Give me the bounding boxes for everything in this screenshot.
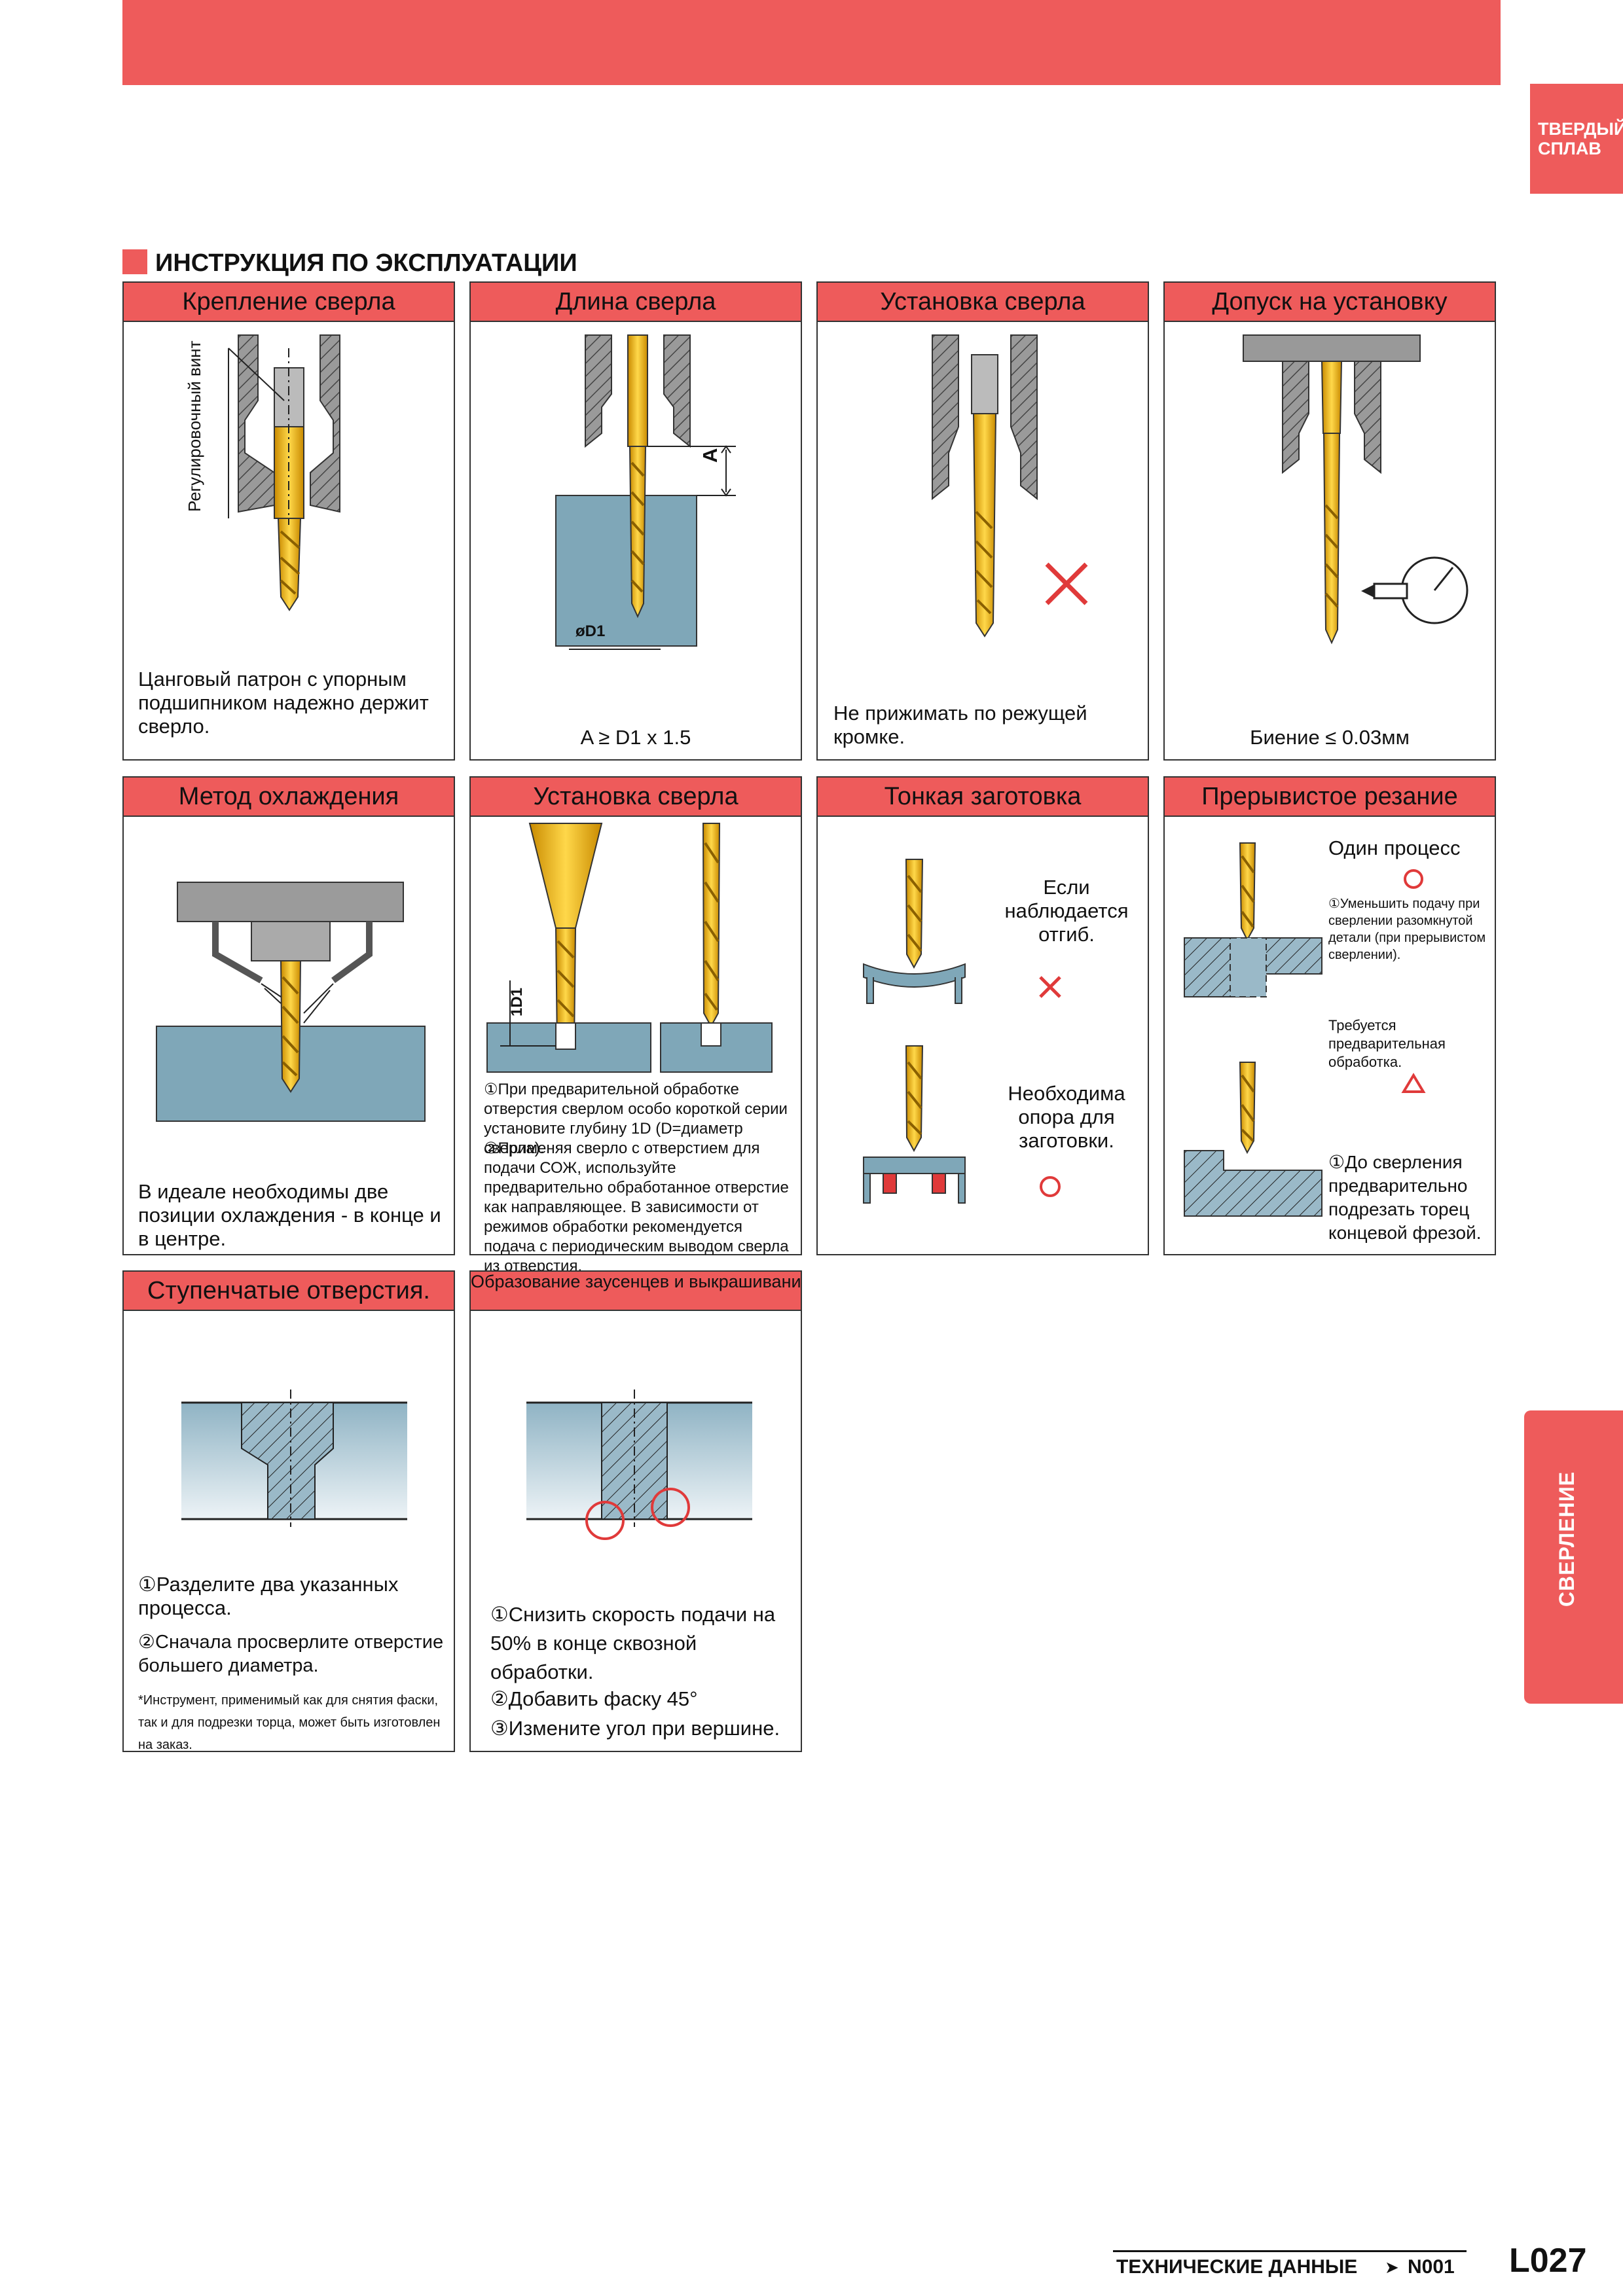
drill-setting-illustration [932,334,1088,637]
panel-drill-clamping: Крепление сверла Регулировочный винт Цан… [122,281,455,761]
footer-arrow-icon: ➤ [1385,2257,1399,2277]
side-tab-line2: СПЛАВ [1538,139,1601,158]
panel-thin-workpiece: Тонкая заготовка Если наблюдается отгиб.… [816,776,1149,1255]
panel-note-2: ①До сверления предварительно подрезать т… [1328,1152,1482,1243]
dim-a-label: A [699,448,721,463]
panel-formula: A ≥ D1 x 1.5 [580,726,691,749]
panel-note-3: *Инструмент, применимый как для снятия ф… [138,1693,441,1752]
panel-title: Метод охлаждения [124,778,454,817]
panel-note-2: ②Применяя сверло с отверстием для подачи… [484,1139,789,1275]
section-title-text: ИНСТРУКЦИЯ ПО ЭКСПЛУАТАЦИИ [155,249,577,277]
panel-text: Не прижимать по режущей кромке. [833,702,1087,748]
runout-illustration [1243,334,1468,645]
section-title: ИНСТРУКЦИЯ ПО ЭКСПЛУАТАЦИИ [122,249,577,278]
panel-text: В идеале необходимы две позиции охлажден… [138,1180,441,1250]
stepped-hole-illustration [181,1390,407,1527]
panel-title: Крепление сверла [124,283,454,322]
cooling-illustration [156,882,426,1122]
panel-text-1: Если наблюдается отгиб. [1004,876,1129,946]
panel-text: Цанговый патрон с упорным подшипником на… [138,668,429,738]
interrupted-cutting-illustration [1184,842,1426,1217]
burr-illustration [526,1390,752,1540]
panel-drill-setting: Установка сверла Не прижимать по режущей… [816,281,1149,761]
footer-label: ТЕХНИЧЕСКИЕ ДАННЫЕ [1116,2256,1358,2278]
panel-head: Один процесс [1328,836,1461,859]
panel-stepped-holes: Ступенчатые отверстия. ①Разделите два ук… [122,1270,455,1752]
panel-title: Образование заусенцев и выкрашивание заг… [471,1272,801,1311]
panel-mid-text: Требуется предварительная обработка. [1328,1017,1446,1070]
dim-d-label: øD1 [575,622,606,640]
collet-chuck-illustration [228,334,340,611]
footer-ref-link[interactable]: N001 [1408,2256,1455,2278]
dim-1d-label: 1D1 [508,987,526,1016]
panel-text-2: Необходима опора для заготовки. [1008,1082,1125,1152]
panel-note-1: ①Разделите два указанных процесса. [138,1573,399,1619]
panel-note-2: ②Добавить фаску 45° [490,1687,698,1710]
panel-title: Допуск на установку [1165,283,1495,322]
panel-runout-tolerance: Допуск на установку Биение ≤ 0.03мм [1163,281,1496,761]
panel-title: Ступенчатые отверстия. [124,1272,454,1311]
label-adjusting-screw: Регулировочный винт [185,340,204,512]
panel-title: Длина сверла [471,283,801,322]
drill-length-illustration [555,334,736,650]
side-tab-line1: ТВЕРДЫЙ [1538,119,1623,139]
panel-note-1: ①Снизить скорость подачи на 50% в конце … [490,1603,776,1683]
page-number: L027 [1509,2242,1587,2280]
title-square-icon [122,249,147,274]
panel-note-3: ③Измените угол при вершине. [490,1717,780,1740]
panel-note-2: ②Сначала просверлите отверстие большего … [138,1632,444,1676]
footer-line [1113,2250,1467,2252]
panel-note-1: ①При предварительной обработке отверстия… [484,1081,788,1157]
side-tab-drilling: СВЕРЛЕНИЕ [1524,1410,1623,1704]
panel-title: Установка сверла [471,778,801,817]
panel-interrupted-cutting: Прерывистое резание Один процесс ①Уменьш… [1163,776,1496,1255]
top-banner [122,0,1501,85]
pilot-hole-illustration [486,823,773,1073]
side-tab-drilling-label: СВЕРЛЕНИЕ [1555,1471,1578,1607]
panel-drill-length: Длина сверла A øD1 A ≥ D1 x 1.5 [469,281,802,761]
panel-title: Установка сверла [818,283,1148,322]
panel-text: Биение ≤ 0.03мм [1250,726,1410,749]
panel-drill-setting-2: Установка сверла 1D1 ①При предварительно… [469,776,802,1275]
panel-title: Прерывистое резание [1165,778,1495,817]
panel-note-1: ①Уменьшить подачу при сверлении разомкну… [1328,897,1486,962]
panel-burr-formation: Образование заусенцев и выкрашивание заг… [469,1270,802,1752]
thin-workpiece-illustration [863,859,1061,1204]
panel-title: Тонкая заготовка [818,778,1148,817]
panel-cooling-method: Метод охлаждения В идеале необходимы две… [122,776,455,1255]
